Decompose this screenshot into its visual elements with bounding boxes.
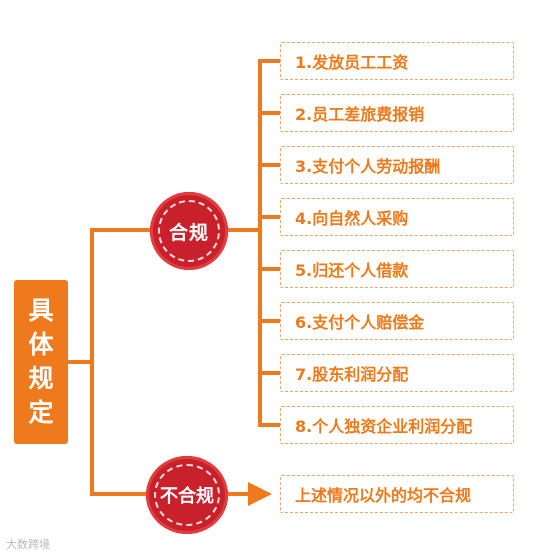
compliant-item: 6.支付个人赔偿金 — [280, 302, 514, 340]
compliant-badge: 合规 — [150, 192, 228, 270]
watermark: 大数跨境 — [6, 538, 50, 551]
compliant-item: 7.股东利润分配 — [280, 354, 514, 392]
compliant-item: 5.归还个人借款 — [280, 250, 514, 288]
root-char: 规 — [28, 364, 54, 393]
badge-ring — [158, 200, 220, 262]
root-char: 具 — [28, 296, 54, 325]
compliant-badge-label: 合规 — [168, 221, 209, 244]
compliant-item: 8.个人独资企业利润分配 — [280, 406, 514, 444]
badge-ring — [154, 464, 220, 526]
root-char: 定 — [28, 398, 54, 427]
noncompliant-item: 上述情况以外的均不合规 — [280, 475, 514, 513]
root-node: 具 体 规 定 — [14, 280, 68, 444]
compliant-item: 2.员工差旅费报销 — [280, 94, 514, 132]
noncompliant-badge: 不合规 — [146, 456, 228, 534]
compliant-item: 4.向自然人采购 — [280, 198, 514, 236]
compliant-item: 3.支付个人劳动报酬 — [280, 146, 514, 184]
root-char: 体 — [28, 330, 54, 359]
arrow-right-icon — [248, 482, 272, 506]
compliant-item: 1.发放员工工资 — [280, 42, 514, 80]
noncompliant-badge-label: 不合规 — [160, 486, 214, 507]
